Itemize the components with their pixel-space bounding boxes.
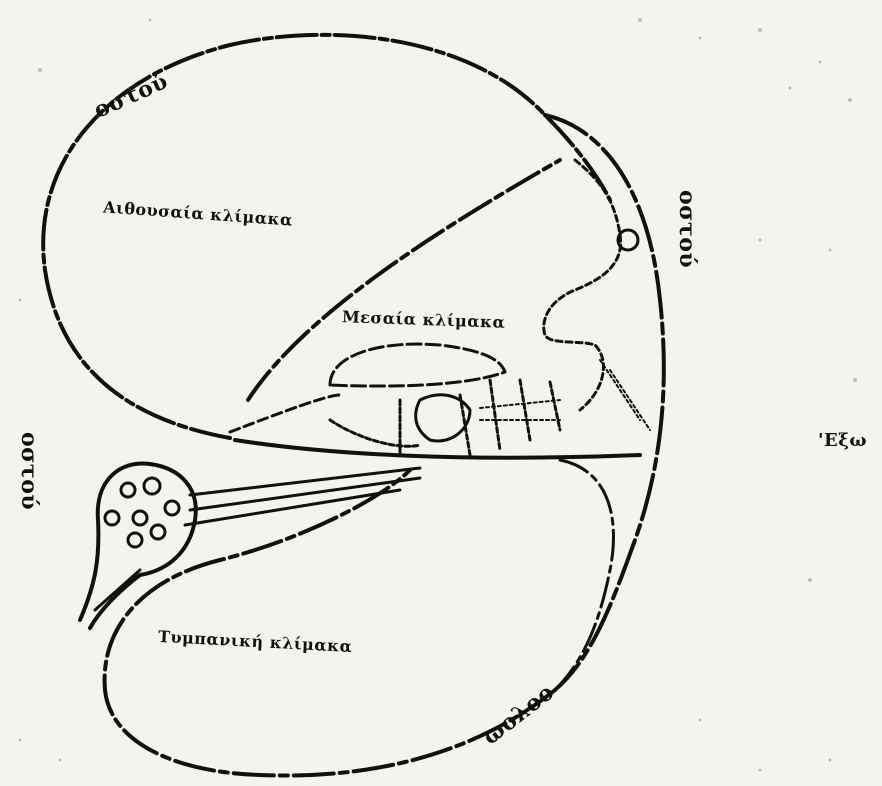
basilar-membrane	[235, 440, 640, 458]
tectorial-membrane	[330, 344, 505, 386]
bone-label-right: οστού	[674, 190, 700, 268]
right-edge-label: 'Εξω	[818, 430, 867, 451]
ganglion-cells	[105, 478, 179, 547]
outer-wall-outline	[545, 115, 664, 690]
reissner-membrane	[248, 160, 560, 400]
tunnel-of-corti	[416, 395, 470, 441]
bone-label-left: οστού	[16, 432, 42, 510]
organ-of-corti	[330, 380, 560, 455]
